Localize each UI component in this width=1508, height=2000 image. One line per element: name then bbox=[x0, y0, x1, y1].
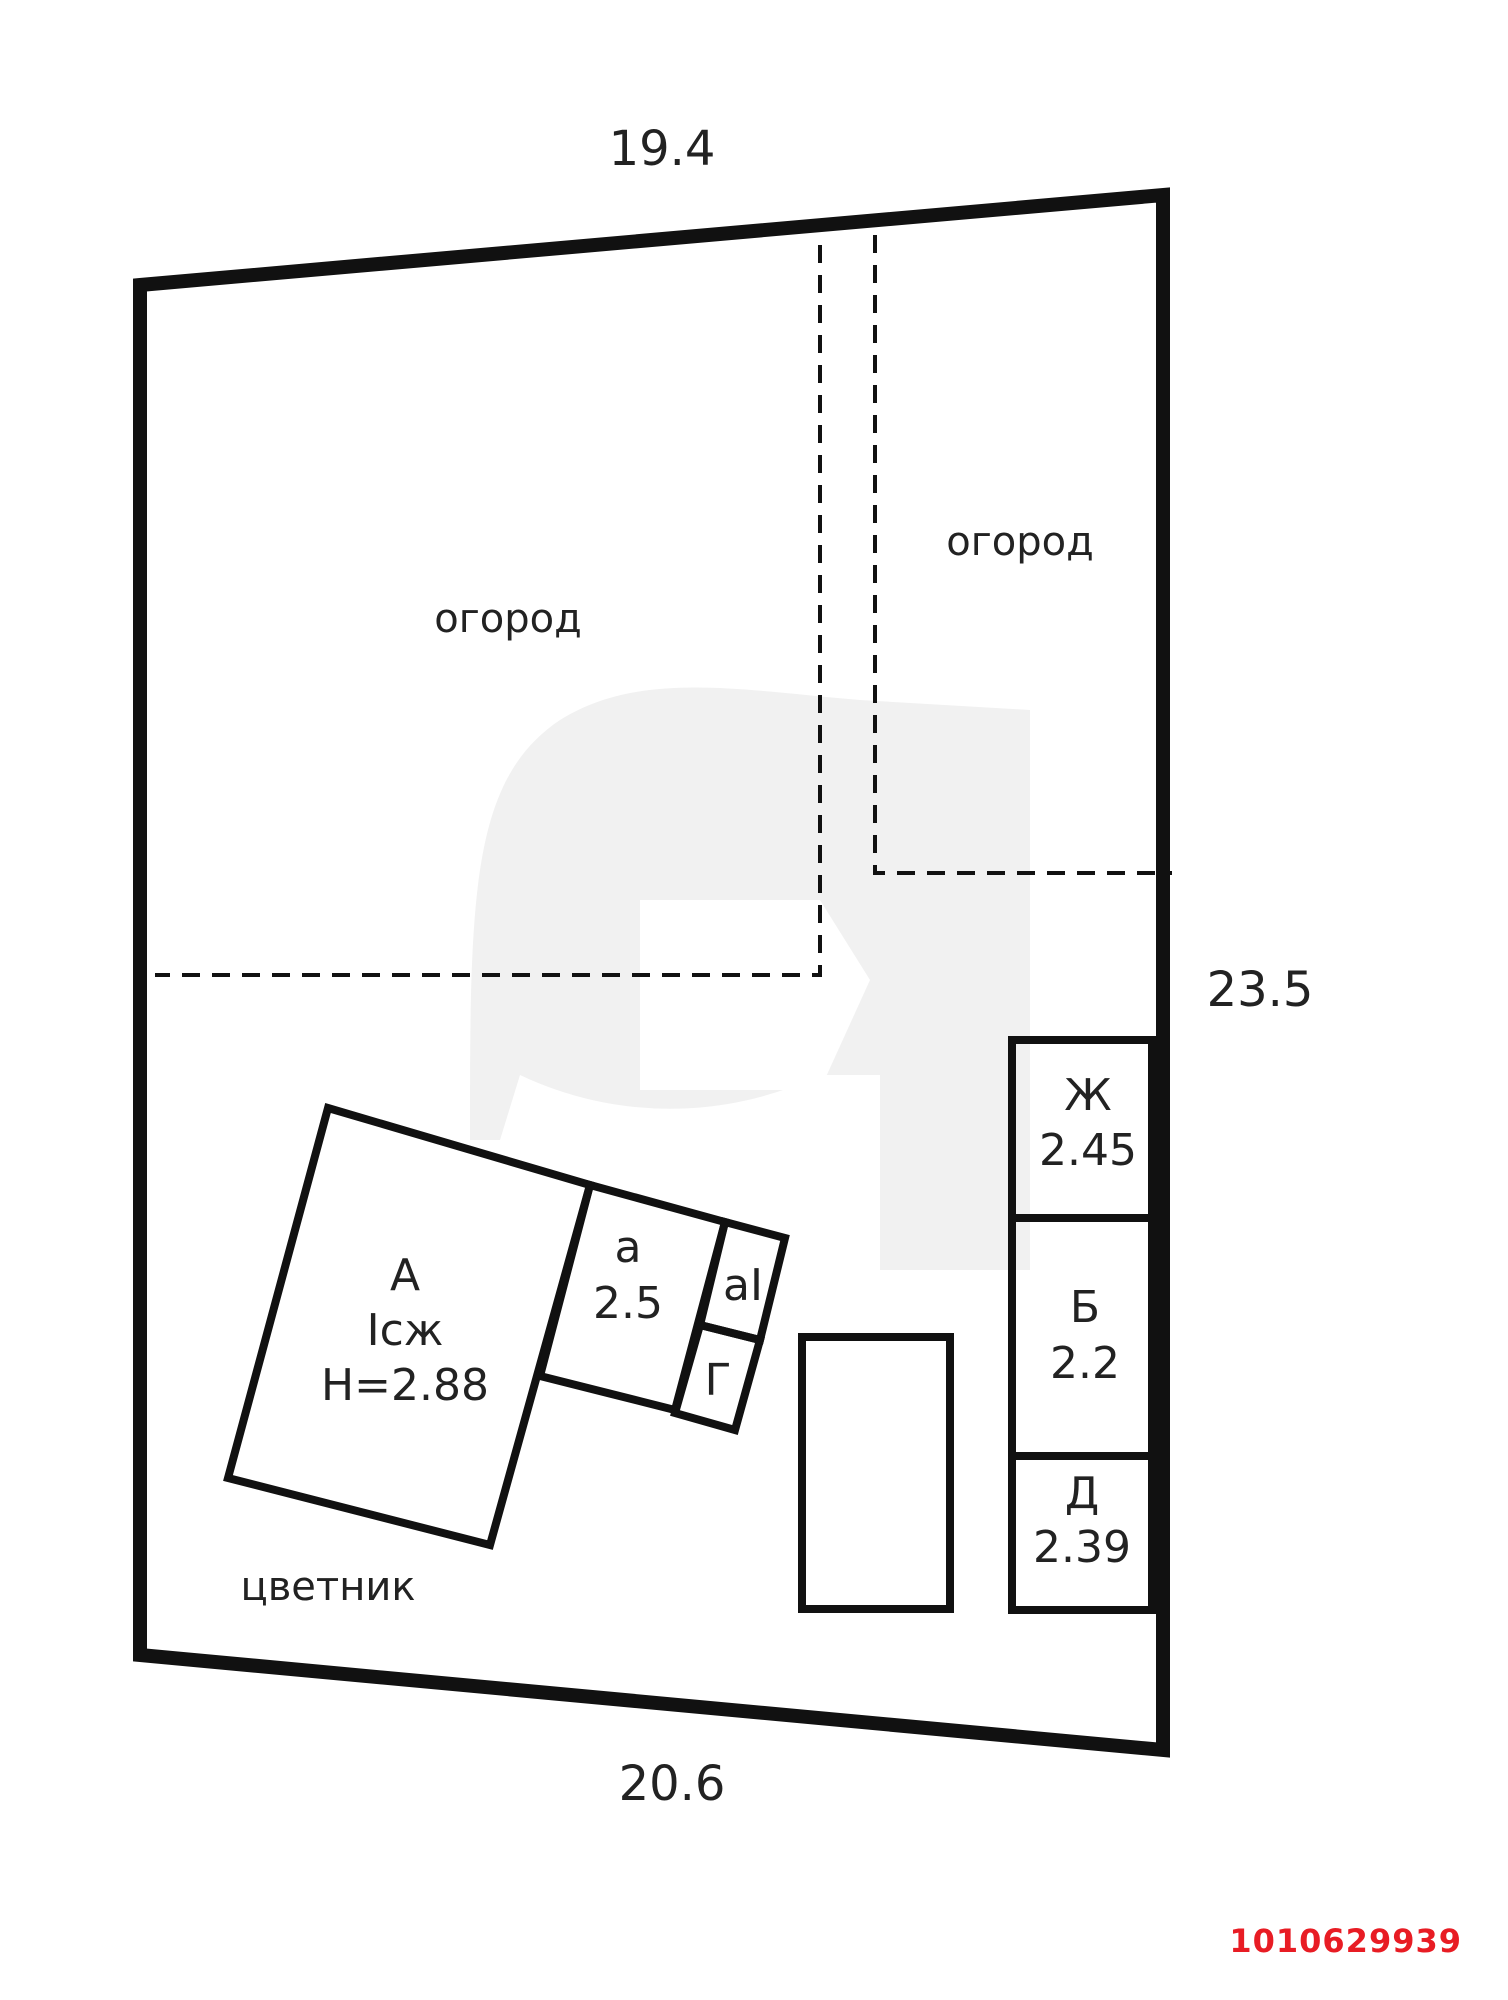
annex-a-height: 2.5 bbox=[593, 1278, 663, 1329]
building-d-height: 2.39 bbox=[1033, 1522, 1131, 1573]
zone-garden-left: огород bbox=[434, 596, 581, 642]
building-d-letter: Д bbox=[1065, 1468, 1099, 1519]
building-garage bbox=[670, 1320, 765, 1435]
garden-right-border bbox=[873, 235, 1172, 875]
building-b-height: 2.2 bbox=[1050, 1338, 1120, 1389]
annex-a1-letter: аI bbox=[723, 1260, 763, 1311]
dimension-right: 23.5 bbox=[1207, 962, 1314, 1018]
building-b-letter: Б bbox=[1070, 1282, 1100, 1333]
main-house-code: Iсж bbox=[367, 1305, 444, 1356]
watermark-logo bbox=[470, 687, 1030, 1270]
garage-letter: Г bbox=[705, 1355, 732, 1406]
building-zh-height: 2.45 bbox=[1039, 1125, 1137, 1176]
annex-a-letter: а bbox=[615, 1222, 642, 1273]
building-d bbox=[1008, 1452, 1156, 1614]
main-house-letter: А bbox=[390, 1250, 420, 1301]
outbuilding-rectangle bbox=[798, 1333, 954, 1613]
building-zh-letter: Ж bbox=[1064, 1070, 1111, 1121]
dimension-bottom: 20.6 bbox=[619, 1756, 726, 1812]
zone-flowerbed: цветник bbox=[240, 1564, 415, 1610]
zone-garden-right: огород bbox=[946, 519, 1093, 565]
garden-left-border bbox=[155, 245, 822, 977]
plot-boundary bbox=[133, 187, 1170, 1758]
building-b bbox=[1008, 1214, 1156, 1460]
listing-id: 1010629939 bbox=[1229, 1922, 1462, 1960]
dimension-top: 19.4 bbox=[609, 121, 716, 177]
main-house-height: H=2.88 bbox=[321, 1360, 489, 1411]
building-main-house bbox=[223, 1103, 595, 1550]
